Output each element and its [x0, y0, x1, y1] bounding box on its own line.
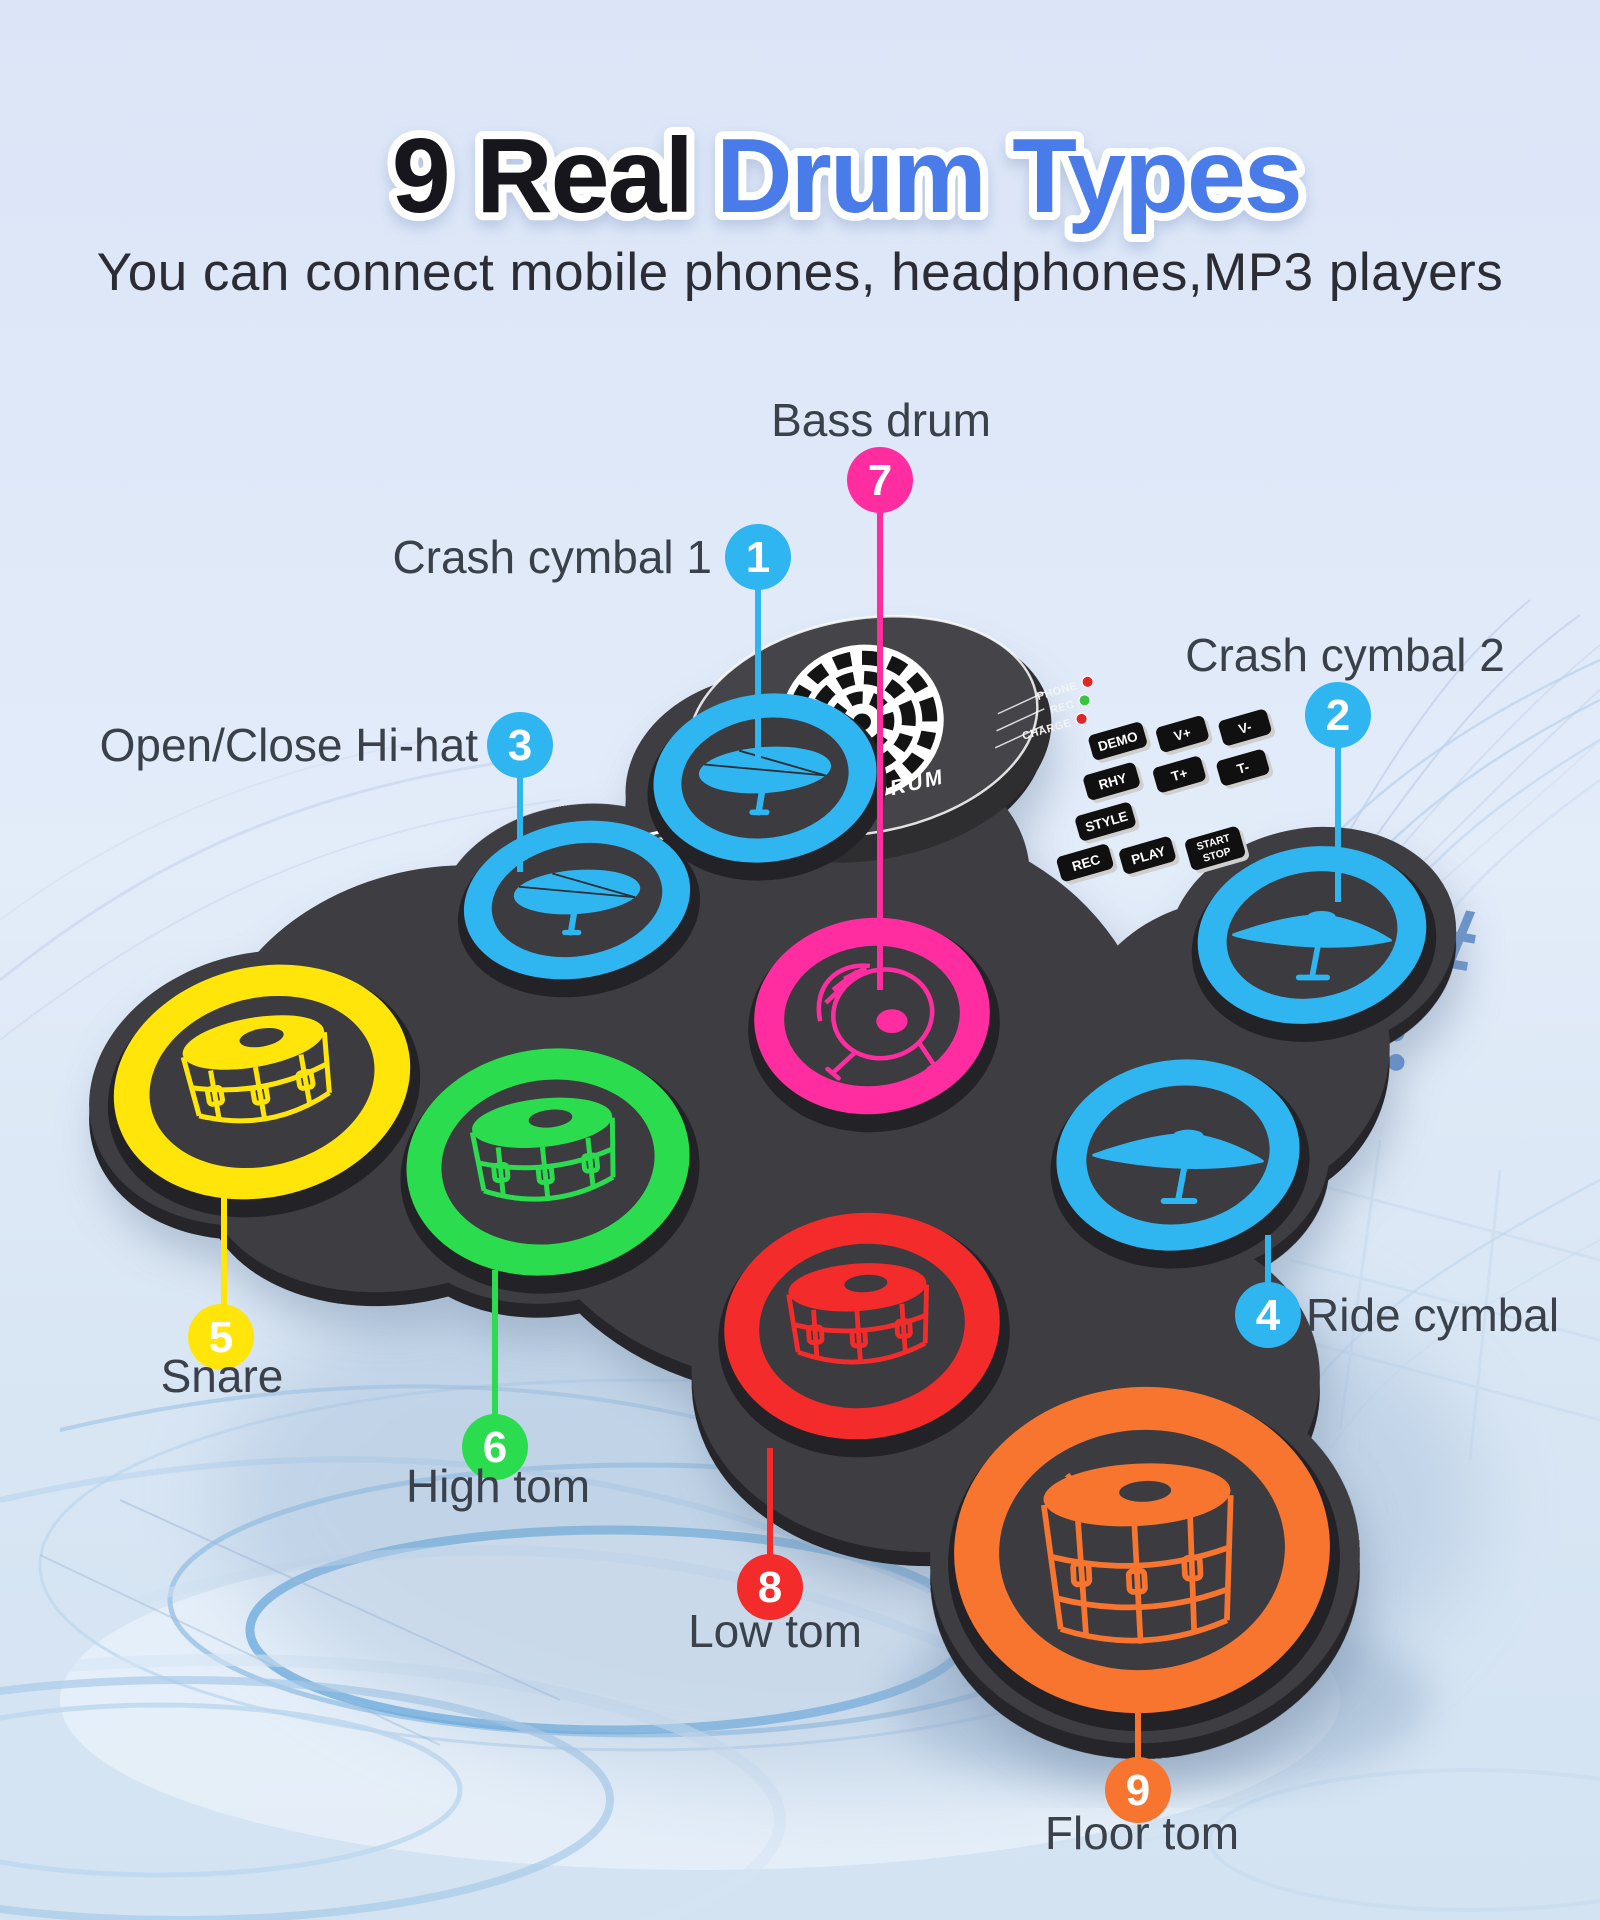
label-crash-cymbal-2: Crash cymbal 2	[1185, 629, 1505, 681]
svg-text:V+: V+	[1172, 725, 1192, 744]
tempo-up-button[interactable]: T+	[1152, 754, 1211, 797]
label-floor-tom: Floor tom	[1045, 1807, 1239, 1859]
svg-text:5: 5	[209, 1313, 233, 1362]
volume-up-button[interactable]: V+	[1155, 714, 1214, 757]
svg-text:T+: T+	[1170, 765, 1190, 784]
label-snare: Snare	[161, 1350, 284, 1402]
record-button[interactable]: REC	[1055, 842, 1118, 887]
label-low-tom: Low tom	[688, 1605, 862, 1657]
marker-bass-drum: 7	[847, 447, 913, 990]
tempo-down-button[interactable]: T-	[1215, 747, 1274, 790]
label-hi-hat: Open/Close Hi-hat	[100, 719, 479, 771]
page-subtitle: You can connect mobile phones, headphone…	[97, 243, 1503, 302]
rec-led	[1078, 694, 1091, 707]
pad-crash-cymbal-1[interactable]	[635, 679, 898, 896]
volume-down-button[interactable]: V-	[1217, 707, 1276, 750]
marker-crash-cymbal-1: 1	[725, 524, 791, 766]
demo-button[interactable]: DEMO	[1087, 720, 1152, 765]
marker-floor-tom: 9	[1105, 1705, 1171, 1823]
svg-text:8: 8	[758, 1563, 782, 1612]
svg-text:4: 4	[1256, 1291, 1281, 1340]
phone-led	[1081, 675, 1094, 688]
page-title: 9 Real Drum Types	[384, 109, 1311, 243]
title-blue-part: Drum Types	[716, 117, 1301, 235]
svg-text:V-: V-	[1237, 719, 1253, 737]
marker-snare: 5	[188, 1180, 254, 1370]
charge-led	[1075, 712, 1088, 725]
rhythm-button[interactable]: RHY	[1082, 761, 1145, 806]
pad-ride-cymbal[interactable]	[1037, 1044, 1323, 1285]
pad-crash-cymbal-2[interactable]	[1176, 828, 1452, 1061]
led-label-rec: REC	[1049, 699, 1076, 717]
start-stop-button[interactable]: START STOP	[1184, 824, 1251, 875]
pad-hi-hat[interactable]	[444, 803, 714, 1015]
label-crash-cymbal-1: Crash cymbal 1	[392, 531, 712, 583]
pad-bass-drum[interactable]	[738, 906, 1011, 1144]
svg-text:2: 2	[1326, 691, 1350, 740]
pad-snare[interactable]	[81, 934, 447, 1249]
marker-hi-hat: 3	[487, 712, 553, 872]
marker-crash-cymbal-2: 2	[1305, 682, 1371, 902]
svg-text:6: 6	[483, 1423, 507, 1472]
pad-low-tom[interactable]	[706, 1199, 1022, 1471]
svg-text:7: 7	[868, 456, 892, 505]
button-panel: DEMO V+ V- RHY T+	[1055, 707, 1276, 887]
svg-text:3: 3	[508, 721, 532, 770]
label-bass-drum: Bass drum	[771, 394, 991, 446]
svg-text:1: 1	[746, 533, 770, 582]
svg-text:T-: T-	[1235, 759, 1251, 777]
pad-high-tom[interactable]	[385, 1030, 716, 1312]
style-button[interactable]: STYLE	[1074, 800, 1141, 846]
marker-high-tom: 6	[462, 1270, 528, 1480]
play-button[interactable]: PLAY	[1118, 835, 1181, 880]
title-black-part: 9 Real	[392, 117, 692, 235]
marker-ride-cymbal: 4	[1235, 1235, 1301, 1348]
svg-text:9: 9	[1126, 1766, 1150, 1815]
label-high-tom: High tom	[406, 1460, 590, 1512]
pad-floor-tom[interactable]	[937, 1374, 1352, 1744]
label-ride-cymbal: Ride cymbal	[1306, 1289, 1559, 1341]
marker-low-tom: 8	[737, 1448, 803, 1620]
